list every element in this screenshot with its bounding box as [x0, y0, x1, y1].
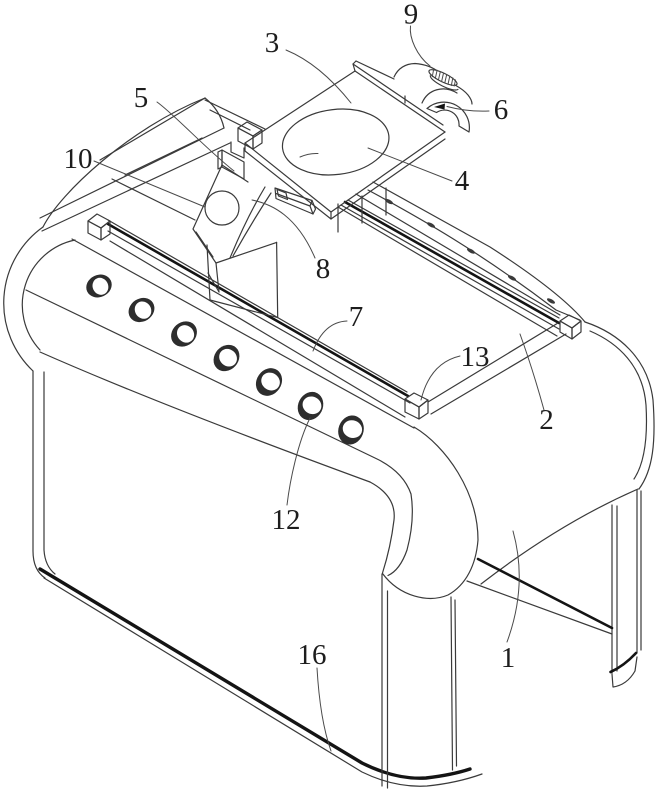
- svg-text:13: 13: [461, 341, 490, 373]
- svg-text:9: 9: [404, 0, 419, 31]
- svg-text:4: 4: [455, 165, 470, 197]
- svg-text:16: 16: [298, 639, 327, 671]
- svg-text:3: 3: [265, 27, 280, 59]
- svg-text:2: 2: [539, 404, 554, 436]
- svg-text:10: 10: [64, 143, 93, 175]
- svg-text:8: 8: [316, 253, 331, 285]
- svg-text:5: 5: [134, 82, 149, 114]
- svg-text:7: 7: [349, 301, 364, 333]
- svg-text:12: 12: [272, 504, 301, 536]
- svg-text:1: 1: [501, 642, 516, 674]
- svg-text:6: 6: [494, 94, 509, 126]
